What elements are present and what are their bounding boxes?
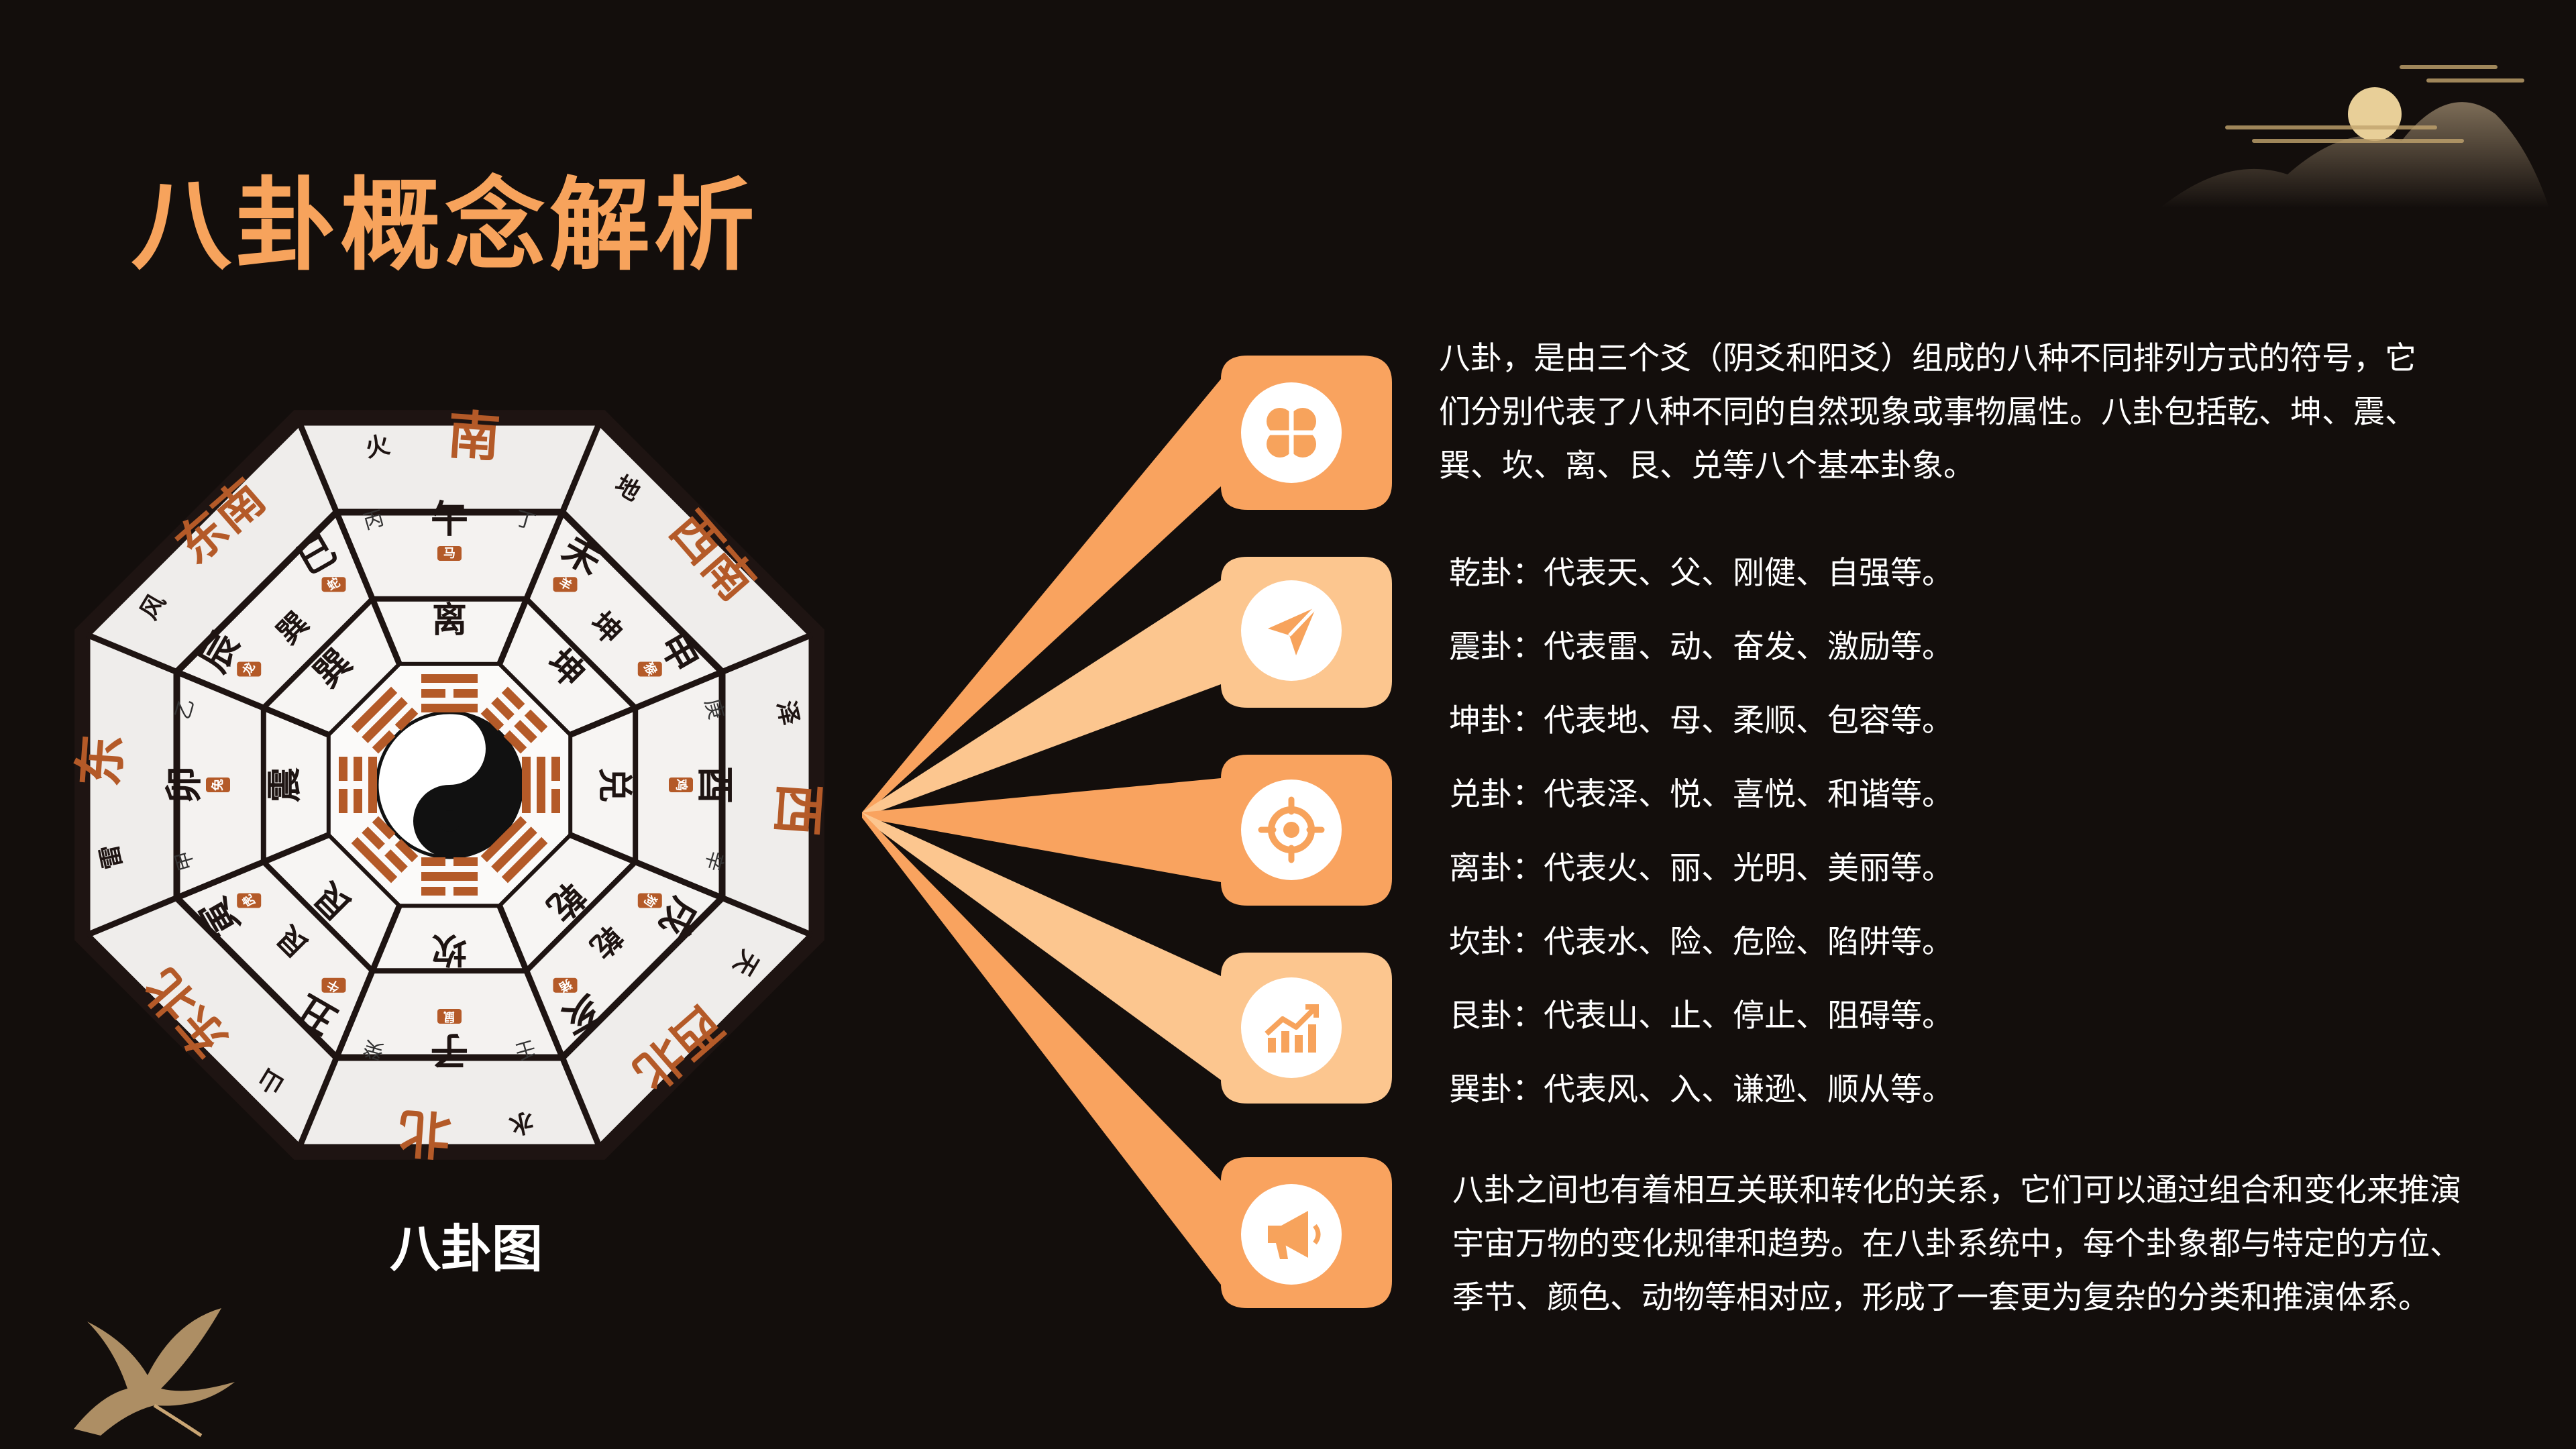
trigram-symbol-icon — [421, 857, 478, 896]
clover-icon — [1267, 408, 1316, 458]
spoke — [569, 832, 814, 938]
zodiac-badge — [321, 577, 346, 592]
trigram-list: 乾卦：代表天、父、刚健、自强等。 震卦：代表雷、动、奋发、激励等。 坤卦：代表地… — [1449, 547, 2388, 1137]
clover-icon-circle — [1241, 382, 1342, 483]
zodiac-badge — [669, 777, 693, 792]
trigram-symbol-icon — [522, 757, 560, 813]
zodiac-badge — [237, 661, 262, 677]
direction-label: 东 — [70, 733, 133, 789]
trigram-symbol-icon — [421, 674, 478, 712]
direction-label: 北 — [397, 1101, 453, 1165]
target-icon-circle — [1241, 780, 1342, 880]
zodiac-badge — [237, 893, 262, 908]
megaphone-icon-circle — [1241, 1184, 1342, 1285]
trigram-name: 坎 — [432, 929, 467, 969]
trigram-symbol-icon — [480, 686, 548, 754]
zodiac-badge — [437, 546, 462, 561]
zodiac-badge — [553, 977, 578, 993]
element-label: 雷 — [96, 842, 128, 871]
growth-chart-icon — [1265, 1004, 1319, 1053]
trigram-name: 震 — [265, 767, 305, 802]
paper-plane-icon-circle — [1241, 580, 1342, 681]
megaphone-icon — [1268, 1211, 1321, 1259]
outro-paragraph: 八卦之间也有着相互关联和转化的关系，它们可以通过组合和变化来推演 宇宙万物的变化… — [1452, 1164, 2539, 1325]
intro-line: 八卦，是由三个爻（阴爻和阳爻）组成的八种不同排列方式的符号，它 — [1439, 340, 2416, 377]
direction-label: 西 — [765, 781, 829, 837]
zodiac-label: 鸡 — [674, 778, 689, 791]
list-item: 艮卦：代表山、止、停止、阻碍等。 — [1449, 998, 1953, 1034]
zodiac-label: 兔 — [211, 779, 225, 792]
list-item: 坤卦：代表地、母、柔顺、包容等。 — [1449, 702, 1953, 739]
list-item: 离卦：代表火、丽、光明、美丽等。 — [1449, 850, 1953, 887]
intro-line: 们分别代表了八种不同的自然现象或事物属性。八卦包括乾、坤、震、 — [1439, 394, 2416, 431]
list-item: 兑卦：代表泽、悦、喜悦、和谐等。 — [1449, 776, 1953, 813]
spoke — [296, 421, 402, 665]
earthly-branch: 酉 — [693, 766, 737, 804]
trigram-symbol-icon — [480, 816, 548, 883]
target-icon — [1258, 796, 1325, 863]
zodiac-badge — [321, 977, 346, 993]
page-title: 八卦概念解析 — [131, 168, 759, 284]
zodiac-badge — [637, 893, 662, 908]
growth-chart-icon-circle — [1241, 977, 1342, 1078]
outro-line: 八卦之间也有着相互关联和转化的关系，它们可以通过组合和变化来推演 — [1452, 1172, 2461, 1209]
spoke — [85, 832, 330, 938]
spoke — [85, 631, 330, 738]
list-item: 震卦：代表雷、动、奋发、激励等。 — [1449, 629, 1953, 665]
element-label: 火 — [363, 431, 392, 464]
trigram-symbol-icon — [339, 757, 377, 813]
spoke — [296, 904, 402, 1149]
outro-line: 宇宙万物的变化规律和趋势。在八卦系统中，每个卦象都与特定的方位、 — [1452, 1226, 2461, 1263]
earthly-branch: 卯 — [163, 766, 207, 804]
list-item: 乾卦：代表天、父、刚健、自强等。 — [1449, 555, 1953, 592]
list-item: 坎卦：代表水、险、危险、陷阱等。 — [1449, 924, 1953, 961]
trigram-symbol-icon — [351, 686, 419, 754]
trigram-name: 离 — [432, 600, 467, 641]
fan-segment — [862, 812, 1392, 1308]
crane-decoration — [74, 1308, 235, 1438]
zodiac-badge — [553, 577, 578, 592]
element-label: 泽 — [771, 698, 804, 728]
zodiac-badge — [437, 1009, 462, 1024]
zodiac-label: 鼠 — [443, 1010, 455, 1024]
earthly-branch: 午 — [431, 498, 468, 542]
zodiac-badge — [206, 777, 230, 792]
bagua-diagram: 离坤兑乾坎艮震巽午马未羊申猴酉鸡戌狗亥猪子鼠丑牛寅虎卯兔辰龙巳蛇丙丁庚辛壬癸甲乙… — [70, 405, 830, 1165]
earthly-branch: 子 — [431, 1028, 468, 1072]
spoke — [496, 421, 603, 665]
spoke — [496, 904, 603, 1149]
intro-line: 巽、坎、离、艮、兑等八个基本卦象。 — [1439, 447, 1975, 484]
trigram-symbol-icon — [351, 816, 419, 883]
list-item: 巽卦：代表风、入、谦逊、顺从等。 — [1449, 1071, 1953, 1108]
zodiac-label: 马 — [443, 547, 455, 561]
zodiac-badge — [637, 661, 662, 677]
spoke — [569, 631, 814, 738]
intro-paragraph: 八卦，是由三个爻（阴爻和阳爻）组成的八种不同排列方式的符号，它 们分别代表了八种… — [1439, 332, 2485, 493]
moon-mountain-decoration — [2160, 65, 2549, 208]
outro-line: 季节、颜色、动物等相对应，形成了一套更为复杂的分类和推演体系。 — [1452, 1279, 2430, 1316]
paper-plane-icon — [1268, 606, 1318, 655]
direction-label: 南 — [445, 405, 502, 469]
diagram-caption: 八卦图 — [390, 1219, 543, 1279]
trigram-name: 兑 — [594, 767, 634, 802]
